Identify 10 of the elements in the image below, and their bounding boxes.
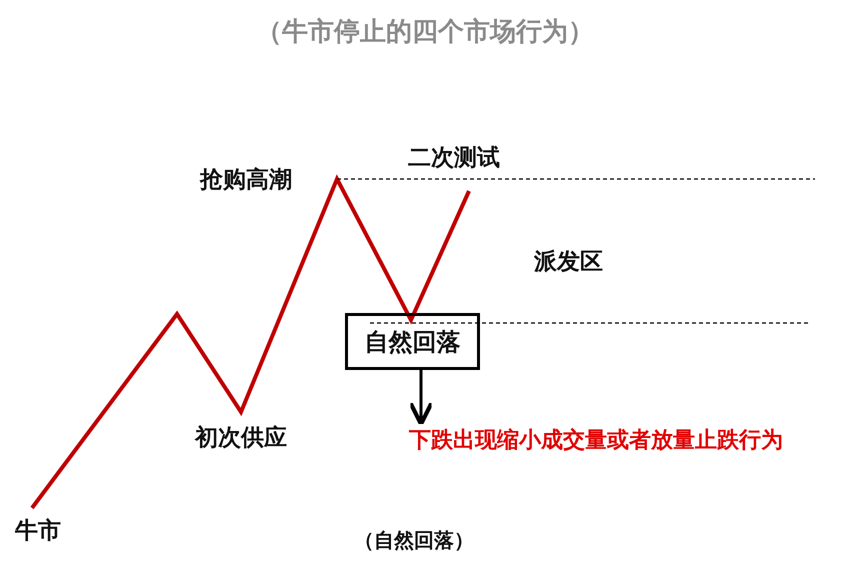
arrow [408, 370, 434, 426]
caption-label: （自然回落） [354, 527, 474, 554]
stage-label: 抢购高潮 [200, 166, 292, 194]
stage-label: 初次供应 [195, 424, 287, 452]
text-box: 自然回落 [345, 313, 480, 370]
stage-label: 二次测试 [408, 144, 500, 172]
stage-label: 牛市 [15, 517, 61, 545]
title: （牛市停止的四个市场行为） [255, 16, 595, 48]
zone-label: 派发区 [534, 248, 603, 276]
note-text: 下跌出现缩小成交量或者放量止跌行为 [366, 426, 826, 456]
